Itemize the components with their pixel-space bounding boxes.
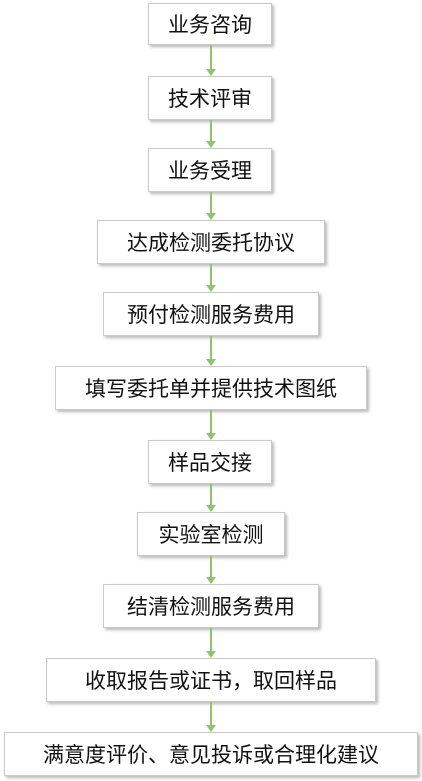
step-label: 业务咨询 [168,13,252,37]
step-satisfaction-feedback: 满意度评价、意见投诉或合理化建议 [4,732,418,776]
step-sample-handover: 样品交接 [148,440,272,484]
step-label: 填写委托单并提供技术图纸 [85,377,337,401]
step-label: 技术评审 [168,87,252,111]
arrow-connector [206,192,216,220]
step-technical-review: 技术评审 [148,76,272,120]
arrow-connector [206,120,216,148]
arrow-connector [206,410,216,440]
step-label: 实验室检测 [158,523,264,547]
step-label: 收取报告或证书，取回样品 [85,669,337,693]
step-business-acceptance: 业务受理 [148,148,272,192]
step-label: 达成检测委托协议 [127,231,295,255]
step-label: 预付检测服务费用 [127,303,295,327]
arrow-connector [206,336,216,366]
arrow-connector [206,45,216,76]
step-label: 满意度评价、意见投诉或合理化建议 [43,743,379,767]
step-commission-agreement: 达成检测委托协议 [97,220,325,264]
step-lab-testing: 实验室检测 [137,512,285,556]
arrow-connector [206,484,216,512]
arrow-connector [206,628,216,658]
step-label: 结清检测服务费用 [127,595,295,619]
step-label: 样品交接 [168,451,252,475]
step-label: 业务受理 [168,159,252,183]
arrow-connector [206,702,216,732]
step-business-consultation: 业务咨询 [148,3,272,45]
arrow-connector [206,264,216,292]
step-prepay-fee: 预付检测服务费用 [103,292,319,336]
arrow-connector [206,556,216,584]
step-fill-commission-form: 填写委托单并提供技术图纸 [55,366,367,410]
step-collect-report: 收取报告或证书，取回样品 [46,658,376,702]
step-settle-fee: 结清检测服务费用 [103,584,319,628]
